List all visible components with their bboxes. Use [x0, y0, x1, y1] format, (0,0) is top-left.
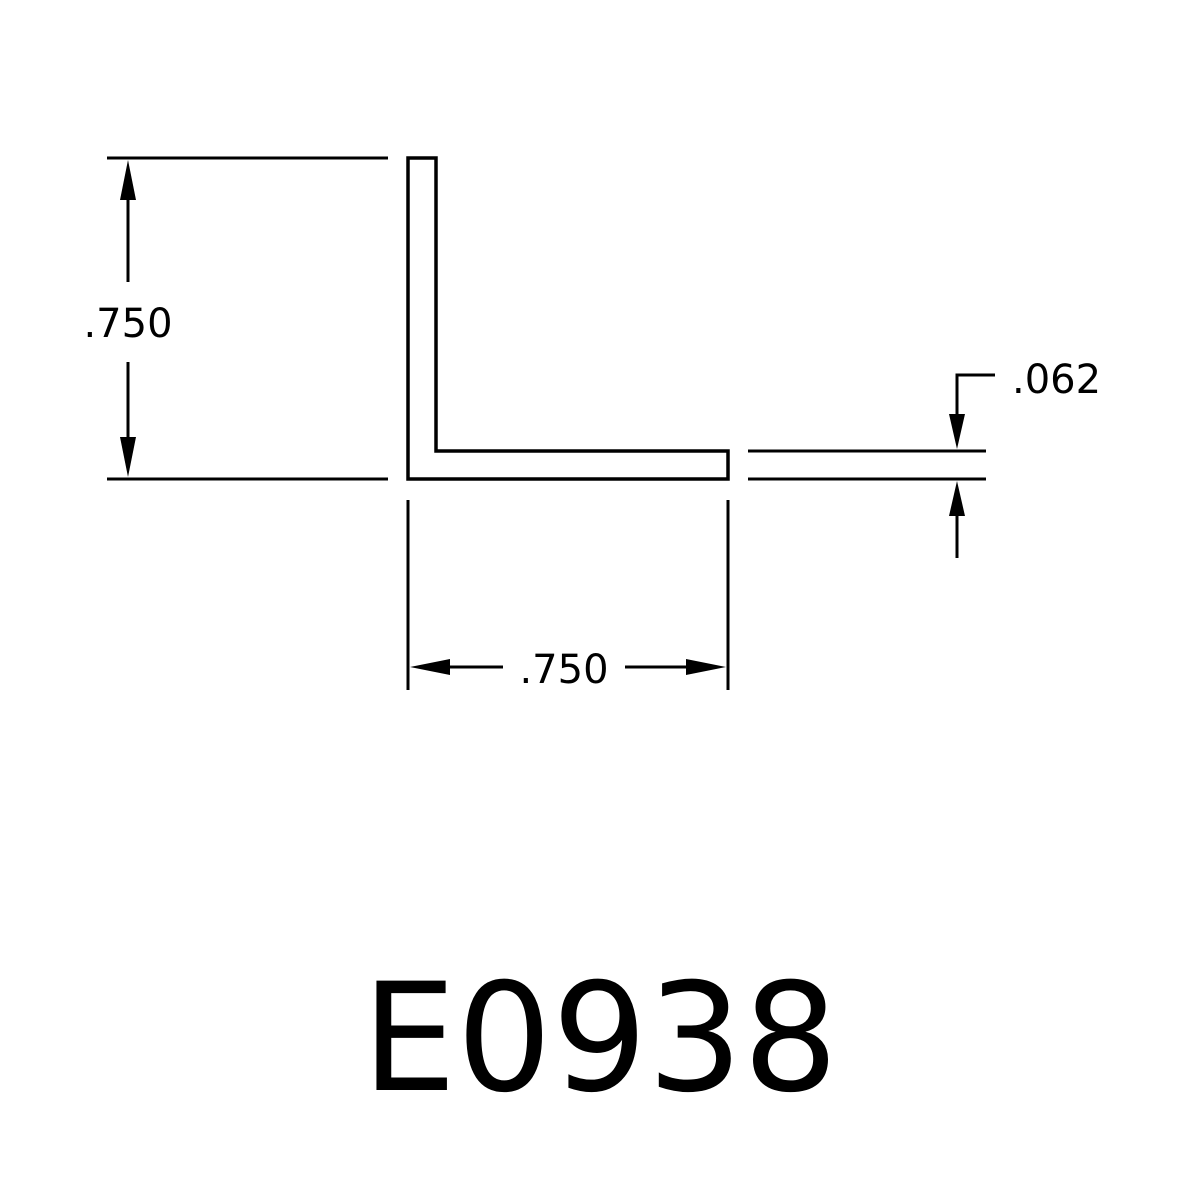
height-dimension-label: .750 — [83, 301, 172, 347]
width-arrow-left-icon — [410, 659, 450, 675]
height-arrow-down-icon — [120, 437, 136, 477]
width-dimension: .750 — [406, 500, 730, 693]
width-dimension-label: .750 — [519, 647, 608, 693]
thickness-arrow-up-icon — [949, 481, 965, 516]
height-arrow-up-icon — [120, 160, 136, 200]
thickness-dimension-label: .062 — [1012, 357, 1101, 403]
width-arrow-right-icon — [686, 659, 726, 675]
thickness-arrow-down-icon — [949, 414, 965, 449]
angle-profile-outline — [406, 156, 730, 481]
thickness-dimension: .062 — [748, 357, 1101, 558]
part-number: E0938 — [362, 952, 839, 1126]
thickness-leader-line — [955, 373, 995, 420]
height-dimension: .750 — [83, 156, 388, 481]
